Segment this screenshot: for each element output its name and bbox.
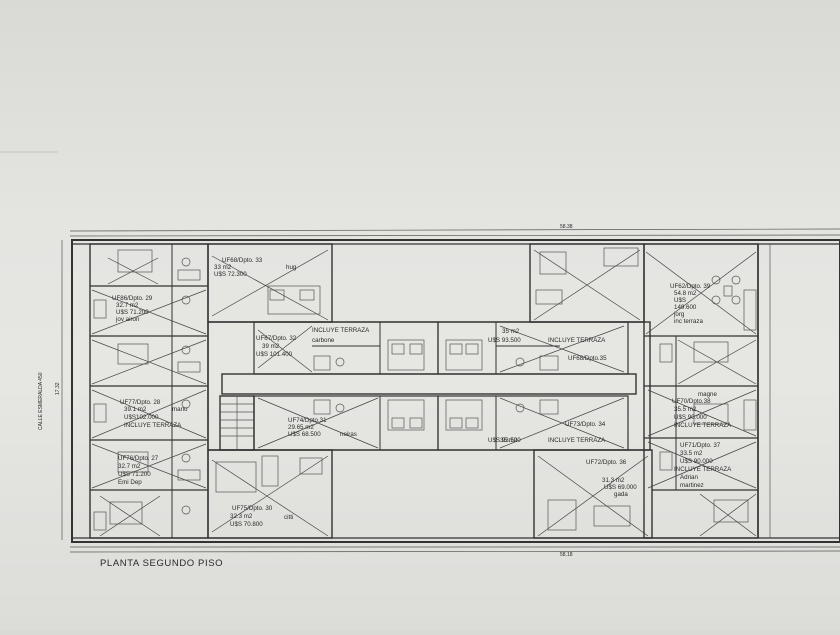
central-corridor: [207, 321, 651, 451]
plan-title: PLANTA SEGUNDO PISO: [100, 558, 223, 569]
street-label: CALLE ESMERALDA 450: [38, 372, 44, 430]
left-wing: [89, 243, 209, 539]
unit-28-label: UF77/Dpto. 28 39.1 m2 U$S102.000 INCLUYE…: [120, 399, 182, 429]
outer-walls: [71, 239, 840, 543]
dim-bottom: 58.18: [560, 552, 573, 558]
unit-28-owner: mario: [172, 406, 188, 413]
unit-36-label: UF72/Dpto. 36 31.3 m2 U$S 69.000 gada: [586, 459, 638, 498]
unit-35-id: UF68/Dpto.35: [568, 355, 607, 362]
unit-32-label: UF67/Dpto. 32 39 m2 U$S 101.400 carbone: [256, 335, 335, 358]
unit-30-owner: citti: [284, 514, 293, 521]
dim-left: 17.32: [55, 382, 61, 395]
dimension-lines: [61, 228, 840, 553]
unit-32-terraza: INCLUYE TERRAZA: [312, 327, 370, 334]
right-center-blocks: [529, 243, 653, 539]
unit-29-label: UF86/Dpto. 29 32.7 m2 U$S 71.200 jov air…: [112, 295, 154, 323]
unit-27-label: UF76/Dpto. 27 32.7 m2 U$S 71.200 Emi Dep: [118, 455, 160, 486]
unit-33-block: [207, 243, 333, 323]
dim-top: 58.38: [560, 224, 573, 230]
stair-core: [215, 395, 257, 493]
unit-37-label: UF71/Dpto. 37 33.5 m2 U$S 90.000 INCLUYE…: [674, 442, 733, 489]
unit-31-owner: neiras: [340, 431, 357, 438]
unit-31-label: UF74/Dpto.31 29.65 m2 U$S 68.500: [288, 417, 328, 438]
unit-30-block: [207, 449, 333, 539]
unit-33-label: UF68/Dpto. 33 33 m2 U$S 72.300 hug: [214, 257, 297, 278]
unit-34-price: U$S 93.500 INCLUYE TERRAZA: [488, 437, 606, 444]
right-wing: [643, 243, 759, 539]
unit-labels: UF68/Dpto. 33 33 m2 U$S 72.300 hug UF86/…: [112, 257, 733, 528]
unit-35-label: 35 m2 U$S 93.500 INCLUYE TERRAZA: [488, 328, 606, 344]
unit-34-label: UF73/Dpto. 34 35 m2: [500, 421, 607, 444]
unit-38-label: UF70/Dpto.38 35.5 m2 U$S 90.000 INCLUYE …: [672, 398, 732, 429]
unit-38-owner: magne: [698, 391, 717, 398]
unit-39-label: UF62/Dpto. 39 54.8 m2 U$S 149.600 jorg i…: [670, 283, 712, 325]
unit-30-label: UF75/Dpto. 30 32.3 m2 U$S 70.800: [230, 505, 274, 528]
